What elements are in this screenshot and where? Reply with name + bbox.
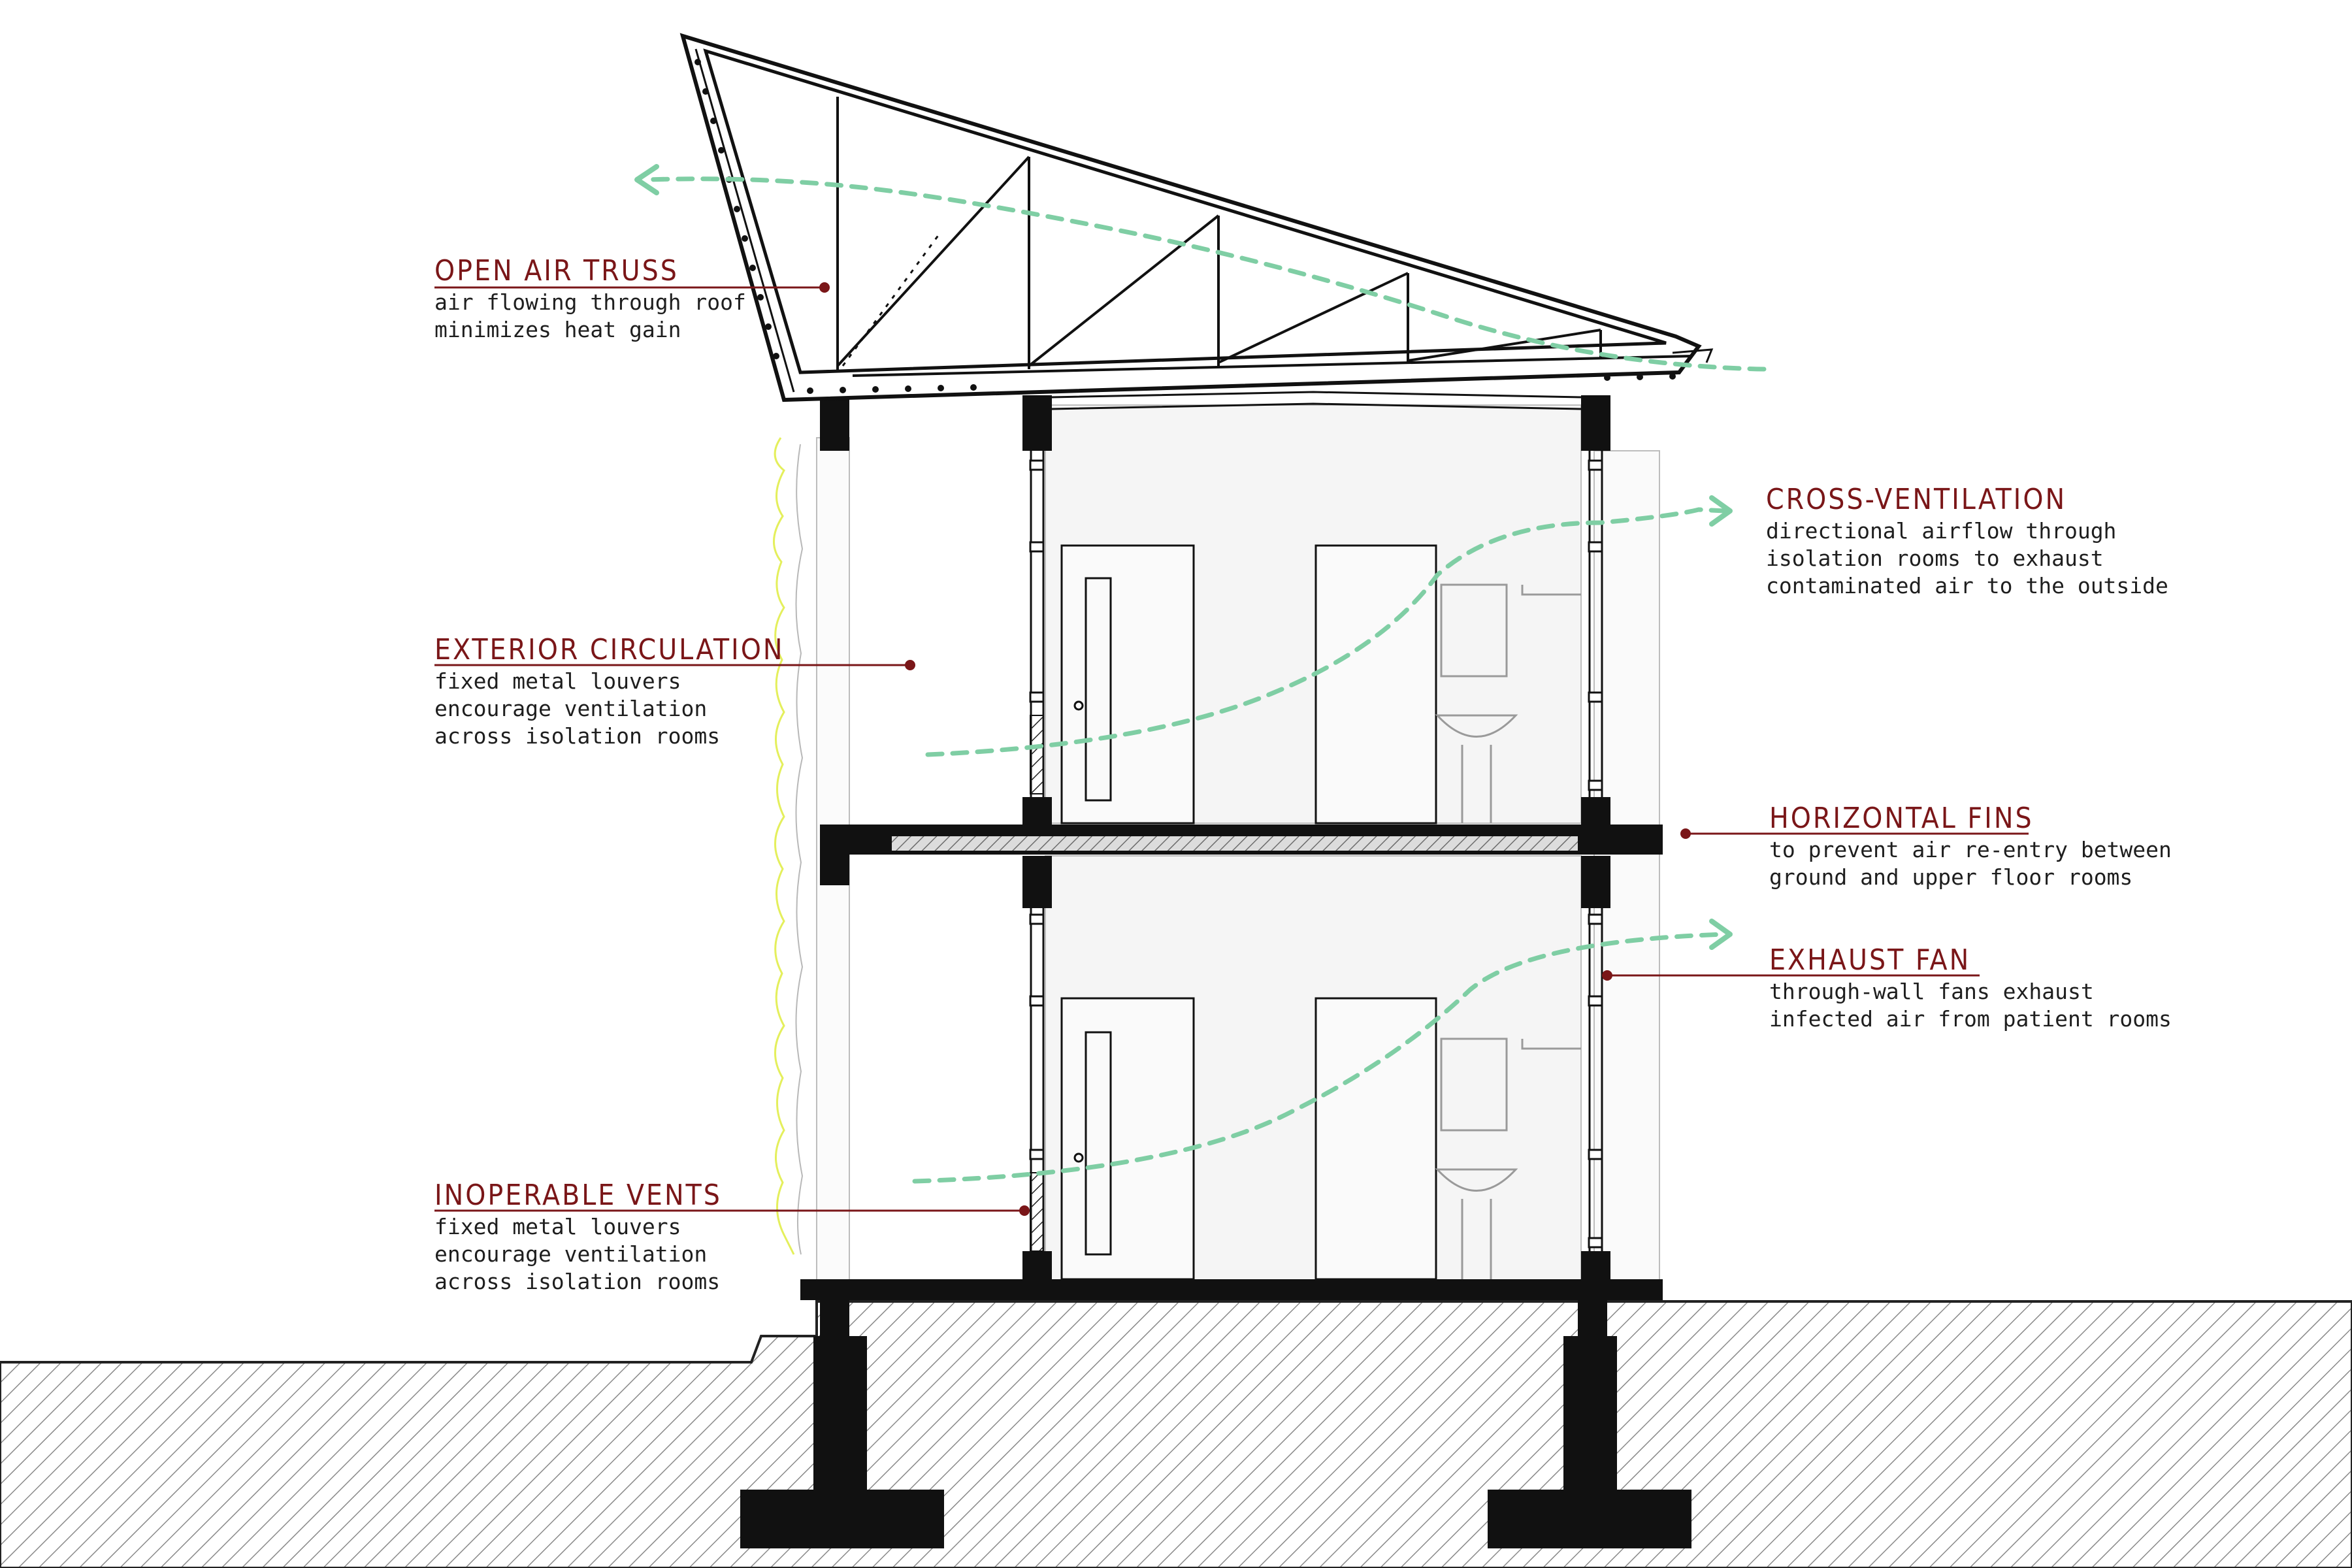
annotation-line: fixed metal louvers [434,1214,681,1239]
annotation-inoperable-vents: INOPERABLE VENTS fixed metal louvers enc… [434,1178,722,1296]
ground [0,1300,2352,1568]
annotation-title: HORIZONTAL FINS [1769,802,2034,835]
ceiling-beam [1051,391,1582,410]
bathroom-fixtures [1435,583,1581,1279]
columns [820,395,1610,1281]
vegetation [773,437,804,1255]
foundations [740,1297,1691,1548]
annotation-title: CROSS-VENTILATION [1766,483,2067,516]
roof-perforations [694,59,1676,394]
annotation-line: isolation rooms to exhaust [1766,546,2104,571]
doors [1060,544,1437,1281]
annotation-cross-ventilation: CROSS-VENTILATION directional airflow th… [1766,482,2168,600]
lower-floor-airflow [912,932,1727,1184]
annotation-line: contaminated air to the outside [1766,573,2168,598]
column-connectors [1029,459,1603,1249]
annotation-line: to prevent air re-entry between [1769,837,2172,862]
annotation-horizontal-fins: HORIZONTAL FINS to prevent air re-entry … [1769,801,2172,891]
arrow-icon [634,164,1733,950]
annotation-line: air flowing through roof [434,289,746,315]
annotation-line: across isolation rooms [434,723,721,749]
annotation-line: across isolation rooms [434,1269,721,1294]
floor-slabs [800,825,1663,1300]
dot-icon [819,282,1691,1216]
roof-airflow [644,176,1767,372]
annotation-line: directional airflow through [1766,518,2117,544]
annotation-line: encourage ventilation [434,696,708,721]
annotation-line: through-wall fans exhaust [1769,979,2094,1004]
annotation-open-air-truss: OPEN AIR TRUSS air flowing through roof … [434,253,746,344]
annotation-title: EXTERIOR CIRCULATION [434,633,785,666]
annotation-title: EXHAUST FAN [1769,943,1971,977]
annotation-title: OPEN AIR TRUSS [434,254,679,287]
upper-floor-airflow [925,507,1727,757]
roof-truss [679,33,1714,402]
leader-lines [434,286,2029,1212]
annotation-exterior-circulation: EXTERIOR CIRCULATION fixed metal louvers… [434,632,784,750]
annotation-line: ground and upper floor rooms [1769,864,2133,890]
annotation-line: fixed metal louvers [434,668,681,694]
annotation-title: INOPERABLE VENTS [434,1179,722,1212]
annotation-line: minimizes heat gain [434,317,681,342]
annotation-line: infected air from patient rooms [1769,1006,2172,1032]
annotation-line: encourage ventilation [434,1241,708,1267]
airflow-paths [644,176,1767,1184]
annotation-exhaust-fan: EXHAUST FAN through-wall fans exhaust in… [1769,943,2172,1033]
